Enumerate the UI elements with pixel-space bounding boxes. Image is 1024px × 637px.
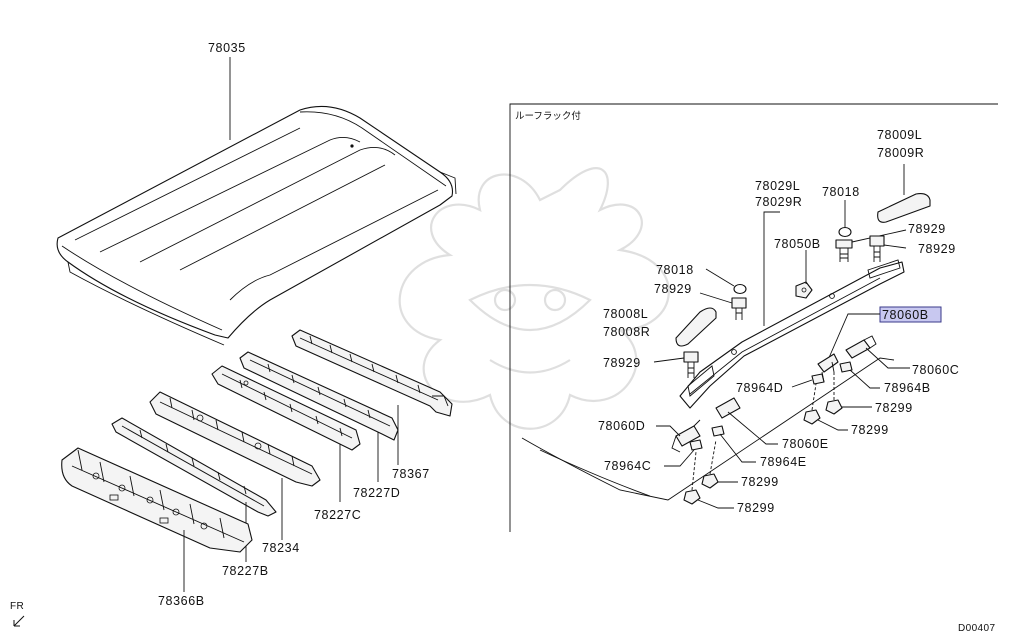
guide-78299-c xyxy=(709,439,717,475)
bolt-78929-c[interactable] xyxy=(731,297,747,320)
bolt-78929-b[interactable] xyxy=(869,235,885,262)
front-header-78366B[interactable] xyxy=(61,447,253,553)
label-78964C[interactable]: 78964C xyxy=(604,459,651,473)
leader-78060C xyxy=(865,347,910,369)
label-78929-d[interactable]: 78929 xyxy=(603,356,641,370)
leader-78018-mid xyxy=(705,268,735,287)
label-78234[interactable]: 78234 xyxy=(262,541,300,555)
label-78060C[interactable]: 78060C xyxy=(912,363,959,377)
label-78964D[interactable]: 78964D xyxy=(736,381,783,395)
label-78227D[interactable]: 78227D xyxy=(353,486,400,500)
spacer-78964C[interactable] xyxy=(689,439,703,451)
leader-78964B xyxy=(849,369,880,389)
spacer-78964E[interactable] xyxy=(711,425,725,437)
leader-78060B xyxy=(827,313,880,361)
nut-78050B[interactable] xyxy=(795,281,813,299)
leader-78929-c xyxy=(699,292,733,304)
watermark-logo xyxy=(398,167,670,430)
leader-78964D xyxy=(791,379,813,388)
leader-78060E xyxy=(727,411,778,445)
spacer-78964D[interactable] xyxy=(811,373,825,385)
section-frame xyxy=(509,103,998,532)
diagram-code: D00407 xyxy=(958,623,995,634)
plug-78018-top[interactable] xyxy=(838,226,852,238)
roof-bow-78234[interactable] xyxy=(149,391,321,487)
bracket-78060E[interactable] xyxy=(715,397,741,419)
label-78227C[interactable]: 78227C xyxy=(314,508,361,522)
leader-78060D xyxy=(656,425,681,437)
bracket-78060C[interactable] xyxy=(845,335,877,359)
leader-78929-d xyxy=(653,357,685,363)
label-78050B[interactable]: 78050B xyxy=(774,237,821,251)
label-78964B[interactable]: 78964B xyxy=(884,381,931,395)
label-78009R[interactable]: 78009R xyxy=(877,146,924,160)
label-78018-top[interactable]: 78018 xyxy=(822,185,860,199)
bracket-78060D[interactable] xyxy=(671,419,701,453)
label-78060E[interactable]: 78060E xyxy=(782,437,829,451)
plug-78018-mid[interactable] xyxy=(733,283,747,295)
leader-78299-d xyxy=(697,499,734,509)
roof-edge-outline-inner xyxy=(539,449,651,497)
label-78929-c[interactable]: 78929 xyxy=(654,282,692,296)
bolt-78929-a[interactable] xyxy=(835,239,853,262)
label-78018-mid[interactable]: 78018 xyxy=(656,263,694,277)
label-78008L[interactable]: 78008L xyxy=(603,307,648,321)
nut-78299-a[interactable] xyxy=(825,399,843,415)
nut-78299-c[interactable] xyxy=(701,473,719,489)
label-78299-b[interactable]: 78299 xyxy=(851,423,889,437)
nut-78299-d[interactable] xyxy=(683,489,701,505)
roof-bow-78227C[interactable] xyxy=(211,365,361,451)
end-cap-78008[interactable] xyxy=(675,307,717,347)
leader-78964C xyxy=(664,449,695,467)
label-78029L[interactable]: 78029L xyxy=(755,179,800,193)
label-78060B[interactable]: 78060B xyxy=(882,308,929,322)
end-cap-78009[interactable] xyxy=(877,193,931,223)
section-title: ルーフラック付 xyxy=(515,111,581,122)
label-78367[interactable]: 78367 xyxy=(392,467,430,481)
front-marker-label: FR xyxy=(10,601,24,612)
nut-78299-b[interactable] xyxy=(803,409,821,425)
label-78964E[interactable]: 78964E xyxy=(760,455,807,469)
guide-78299-d xyxy=(691,451,697,491)
spacer-78964B[interactable] xyxy=(839,361,853,373)
label-78009L[interactable]: 78009L xyxy=(877,128,922,142)
leader-78929-b xyxy=(883,244,907,249)
label-78029R[interactable]: 78029R xyxy=(755,195,802,209)
roof-rack-section: ルーフラック付 xyxy=(509,103,998,532)
roof-rail-78029[interactable] xyxy=(679,259,905,409)
guide-78299-b xyxy=(811,383,817,411)
leader-78299-b xyxy=(817,419,848,431)
label-78299-a[interactable]: 78299 xyxy=(875,401,913,415)
roof-bow-78367[interactable] xyxy=(291,329,453,417)
label-78299-c[interactable]: 78299 xyxy=(741,475,779,489)
highlight-78060B xyxy=(879,306,942,323)
bolt-78929-d[interactable] xyxy=(683,351,699,378)
roof-bow-78227D[interactable] xyxy=(239,351,399,441)
label-78008R[interactable]: 78008R xyxy=(603,325,650,339)
label-78929-b[interactable]: 78929 xyxy=(918,242,956,256)
roof-bow-78227B[interactable] xyxy=(111,417,277,517)
label-78299-d[interactable]: 78299 xyxy=(737,501,775,515)
leader-78964E xyxy=(719,433,756,463)
label-78060D[interactable]: 78060D xyxy=(598,419,645,433)
roof-edge-outline xyxy=(521,357,895,501)
front-arrow-icon xyxy=(13,615,25,627)
roof-panel[interactable] xyxy=(56,105,457,346)
label-78366B[interactable]: 78366B xyxy=(158,594,205,608)
leader-78029 xyxy=(763,211,780,326)
label-78227B[interactable]: 78227B xyxy=(222,564,269,578)
front-direction-marker: FR xyxy=(10,601,25,627)
label-78035[interactable]: 78035 xyxy=(208,41,246,55)
label-78929-a[interactable]: 78929 xyxy=(908,222,946,236)
